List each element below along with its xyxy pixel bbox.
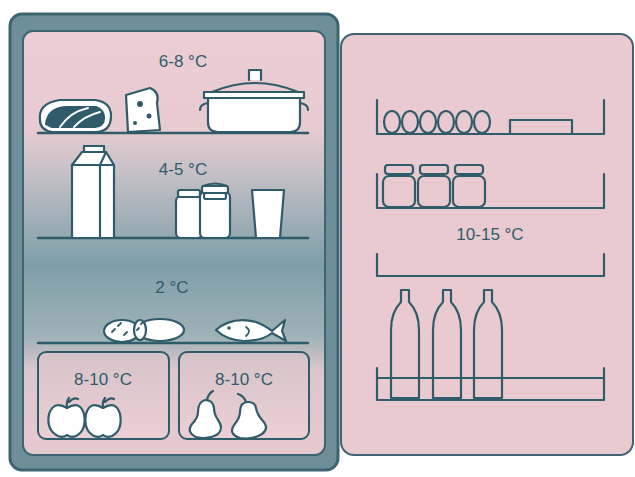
jar-icon xyxy=(383,176,415,207)
door-shelf xyxy=(377,100,604,134)
temperature-label: 2 °C xyxy=(155,278,188,298)
milk-carton-icon xyxy=(84,146,104,152)
cup-icon xyxy=(252,190,284,238)
jar-icon xyxy=(453,176,485,207)
jar-icon xyxy=(204,193,226,199)
egg-icon xyxy=(420,111,436,133)
egg-icon xyxy=(402,111,418,133)
door-shelf xyxy=(377,377,604,379)
fridge-compartment: 6-8 °C 4-5 °C 2 °C 8-10 °C 8-10 °C xyxy=(10,14,338,470)
egg-icon xyxy=(474,111,490,133)
temperature-label: 8-10 °C xyxy=(215,370,273,390)
fridge-frame xyxy=(10,14,338,470)
door-shelf xyxy=(377,368,604,400)
butter-box xyxy=(510,120,572,134)
pear-icon xyxy=(207,391,213,400)
apple-icon xyxy=(67,398,78,408)
jar-icon xyxy=(455,165,483,174)
egg-icon xyxy=(384,111,400,133)
crisper-drawer: 8-10 °C xyxy=(178,351,310,440)
egg-icon xyxy=(456,111,472,133)
meat-icon xyxy=(40,100,111,132)
meat-icon xyxy=(60,108,100,127)
fish-icon xyxy=(216,320,286,341)
shelf-line xyxy=(38,342,308,345)
cheese-icon xyxy=(147,114,152,119)
jar-icon xyxy=(200,192,230,238)
temperature-label: 6-8 °C xyxy=(159,52,207,72)
cheese-icon xyxy=(137,101,143,107)
bottle-icon xyxy=(391,290,419,398)
crisper-drawer: 8-10 °C xyxy=(37,351,170,440)
bottle-icon xyxy=(433,290,461,398)
jar-icon xyxy=(418,176,450,207)
pear-icon xyxy=(190,400,221,438)
apple-icon xyxy=(48,405,84,437)
cheese-icon xyxy=(133,121,137,125)
egg-icon xyxy=(438,111,454,133)
sausage-icon xyxy=(112,322,143,335)
pot-icon xyxy=(249,70,261,80)
temperature-label: 10-15 °C xyxy=(456,225,523,245)
jar-icon xyxy=(176,196,202,238)
milk-carton-icon xyxy=(72,152,114,238)
jar-icon xyxy=(420,165,448,174)
temperature-label: 4-5 °C xyxy=(159,160,207,180)
fish-icon xyxy=(227,326,231,330)
sausage-icon xyxy=(134,320,146,340)
cheese-icon xyxy=(126,88,160,132)
apple-icon xyxy=(103,398,114,408)
door-shelf xyxy=(377,254,604,276)
jar-icon xyxy=(178,190,200,197)
apple-icon xyxy=(85,405,120,437)
pot-icon xyxy=(200,103,308,110)
jar-icon xyxy=(385,165,413,174)
fish-icon xyxy=(246,327,249,336)
fridge-door: 10-15 °C xyxy=(340,33,634,456)
meat-icon xyxy=(46,107,104,127)
pear-icon xyxy=(232,402,266,439)
fridge-interior xyxy=(23,31,325,455)
pot-icon xyxy=(204,92,304,98)
pot-icon xyxy=(212,83,298,92)
jar-icon xyxy=(203,184,227,187)
temperature-label: 8-10 °C xyxy=(74,370,132,390)
door-shelf xyxy=(377,174,604,208)
bottle-icon xyxy=(474,290,502,398)
pear-icon xyxy=(238,394,246,402)
milk-carton-icon xyxy=(72,152,114,238)
pot-icon xyxy=(208,98,300,132)
egg-row xyxy=(384,111,490,133)
